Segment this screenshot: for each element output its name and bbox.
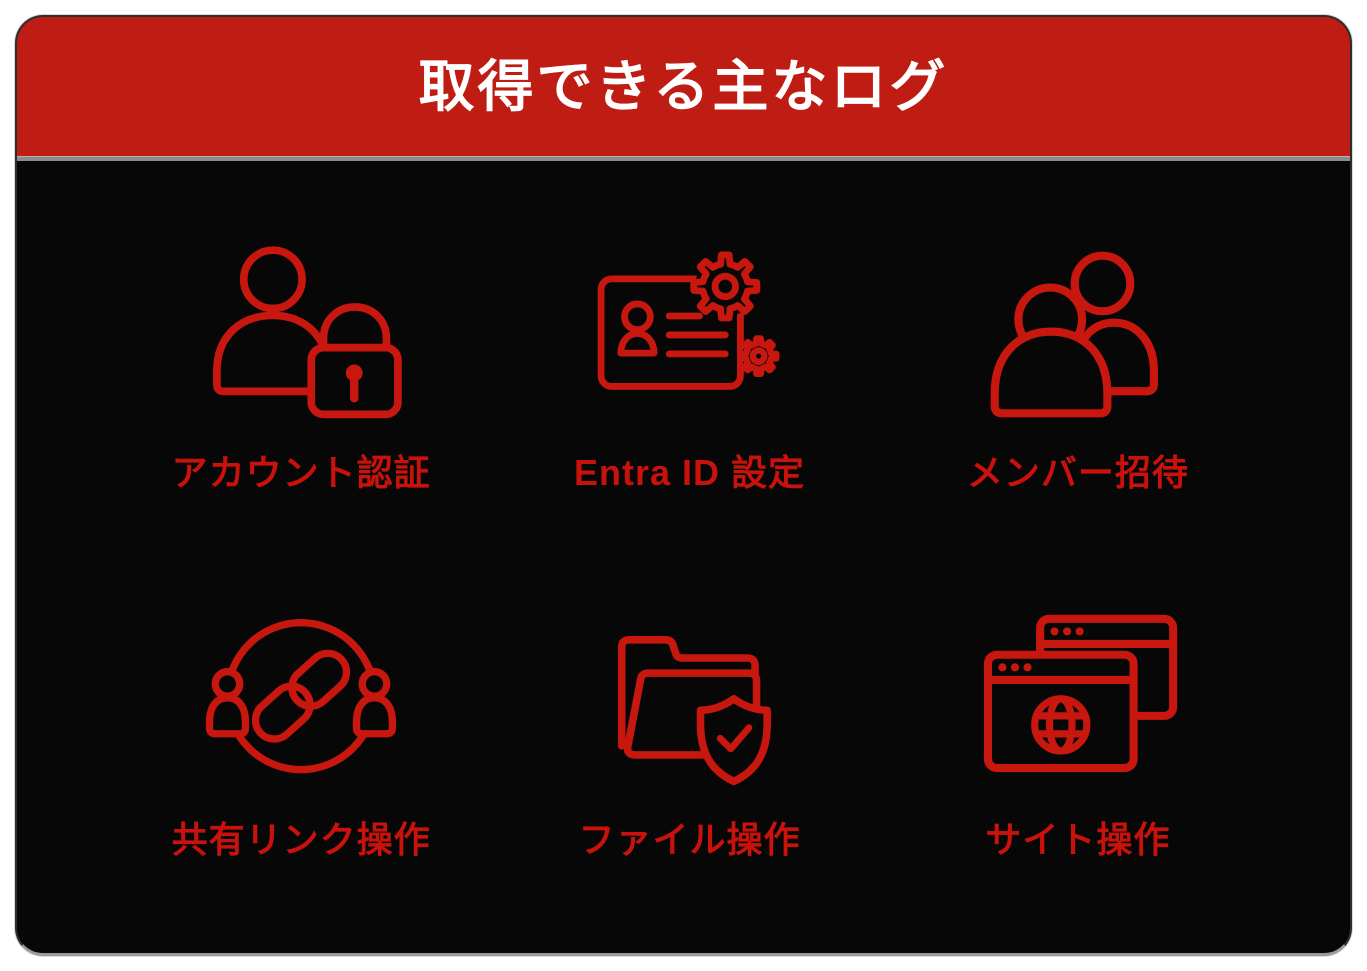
item-label: アカウント認証 (171, 452, 431, 493)
item-label: ファイル操作 (578, 819, 801, 861)
header-separator (17, 156, 1350, 161)
item-label: 共有リンク操作 (171, 819, 431, 861)
log-grid: アカウント認証 (17, 161, 1350, 861)
id-card-gears-icon (595, 239, 784, 421)
log-panel: 取得できる主なログ アカウント認証 (15, 15, 1352, 956)
log-item-account-auth: アカウント認証 (107, 239, 495, 494)
user-lock-icon (200, 239, 403, 421)
two-users-icon (980, 239, 1176, 421)
panel-header: 取得できる主なログ (17, 17, 1350, 156)
item-label: サイト操作 (985, 819, 1171, 861)
folder-shield-icon (599, 606, 781, 788)
share-link-icon (203, 606, 399, 788)
log-item-site-ops: サイト操作 (884, 606, 1272, 861)
log-item-member-invite: メンバー招待 (884, 239, 1272, 494)
log-item-share-link: 共有リンク操作 (107, 606, 495, 861)
log-item-file-ops: ファイル操作 (495, 606, 883, 861)
panel-title: 取得できる主なログ (418, 54, 949, 118)
item-label: Entra ID 設定 (573, 452, 805, 493)
log-item-entra-id: Entra ID 設定 (495, 239, 883, 494)
browser-globe-icon (970, 606, 1186, 788)
item-label: メンバー招待 (966, 452, 1189, 493)
